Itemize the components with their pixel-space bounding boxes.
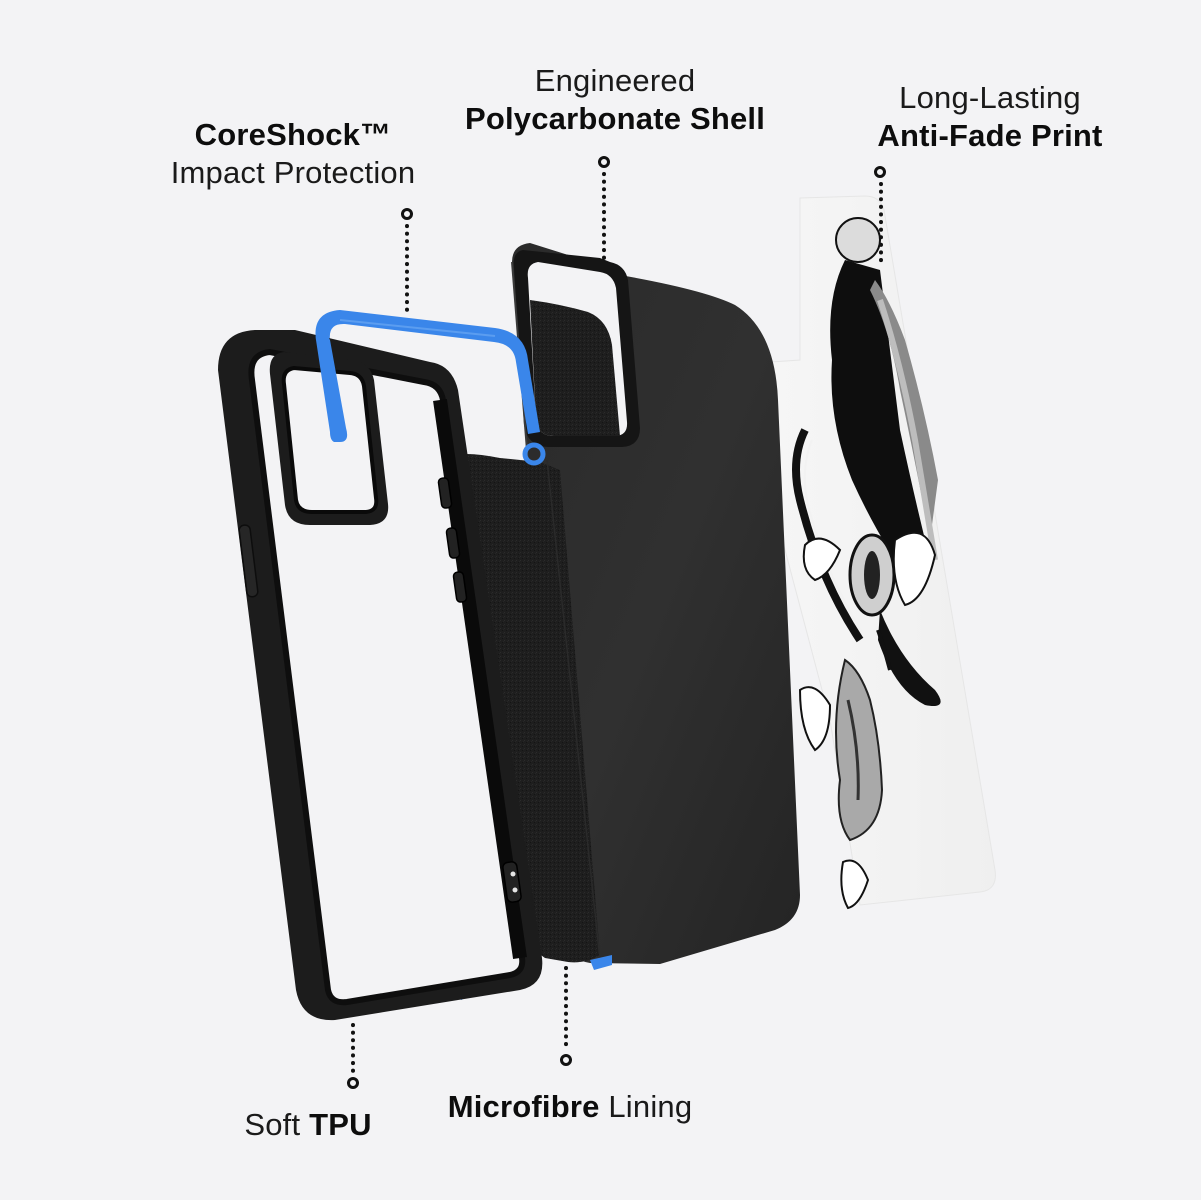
artwork-illustration: [792, 217, 941, 910]
soft-tpu-bumper: [218, 330, 543, 1021]
callout-anti-fade-print: Long-Lasting Anti-Fade Print: [850, 79, 1130, 155]
microfibre-lining: [455, 454, 601, 963]
callout-microfibre-lining: Microfibre Lining: [420, 1088, 720, 1126]
callout-polycarbonate-title: Polycarbonate Shell: [464, 101, 766, 136]
coreshock-bracket-front: [315, 325, 348, 442]
callout-antifade-title: Anti-Fade Print: [877, 118, 1103, 153]
callout-tpu-title: TPU: [309, 1107, 372, 1142]
callout-soft-tpu: Soft TPU: [220, 1106, 396, 1144]
callout-polycarbonate-shell: Engineered Polycarbonate Shell: [440, 62, 790, 138]
anti-fade-print-panel: [737, 195, 996, 910]
callout-polycarbonate-prefix: Engineered: [534, 63, 696, 98]
callout-coreshock-impact-protection: CoreShock™ Impact Protection: [140, 116, 446, 192]
callout-coreshock-subtitle: Impact Protection: [170, 155, 416, 190]
callout-microfibre-title: Microfibre: [447, 1089, 600, 1124]
callout-antifade-prefix: Long-Lasting: [899, 80, 1081, 115]
callout-microfibre-suffix: Lining: [599, 1089, 693, 1124]
callout-leaders: [347, 156, 886, 1089]
callout-coreshock-title: CoreShock™: [194, 117, 392, 152]
callout-tpu-prefix: Soft: [244, 1107, 310, 1142]
